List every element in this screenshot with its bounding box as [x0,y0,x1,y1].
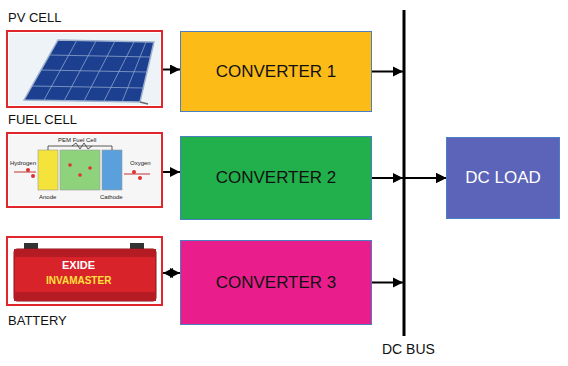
battery-box: BATTERY [6,236,163,306]
load-box: DC LOAD [446,137,560,219]
arrow-connector [163,69,180,71]
picture-text: Oxygen [130,160,151,166]
bus-label: DC BUS [382,342,435,356]
converter-box: CONVERTER 2 [180,136,372,220]
picture-text: PEM Fuel Cell [58,137,96,143]
battery-picture [9,239,160,303]
pv-cell-box: PV CELL [6,30,163,108]
box-text: DC LOAD [465,168,541,188]
arrow-connector [372,178,446,283]
box-text: CONVERTER 1 [216,62,337,82]
arrow-connector [163,171,180,173]
converter-box: CONVERTER 3 [180,240,372,325]
picture-text: Cathode [100,194,123,200]
picture-text: Hydrogen [10,160,36,166]
component-heading: PV CELL [8,10,61,25]
brand-text: EXIDE [62,260,95,271]
fuel-cell-box: FUEL CELL [6,132,163,208]
box-text: CONVERTER 2 [216,168,337,188]
arrow-connector [163,272,180,274]
arrow-connector [372,72,446,179]
fuel-cell-picture [9,135,160,205]
component-heading: BATTERY [8,313,67,328]
box-text: CONVERTER 3 [216,273,337,293]
picture-text: Anode [39,194,56,200]
component-heading: FUEL CELL [8,112,77,127]
converter-box: CONVERTER 1 [180,31,372,112]
pv-panel-picture [9,33,160,105]
brand-text: INVAMASTER [46,276,111,286]
